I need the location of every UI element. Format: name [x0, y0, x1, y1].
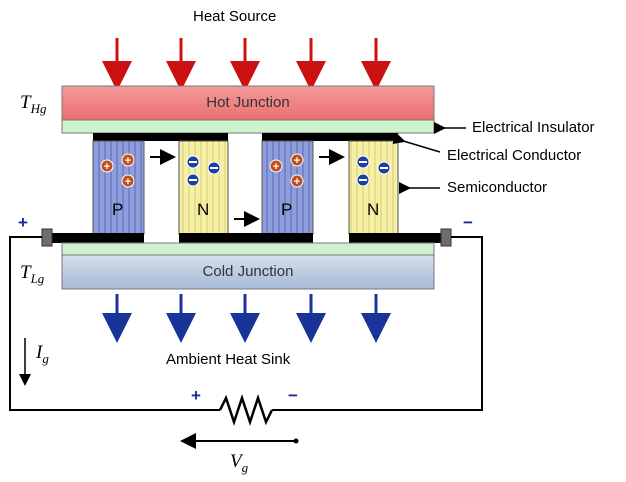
svg-text:+: + [273, 161, 279, 173]
voltage-dot [293, 438, 299, 444]
voltage-main: V [230, 451, 242, 472]
cold-junction-plate [61, 254, 435, 290]
current-main: I [36, 342, 43, 363]
polarity-minus-top: − [463, 213, 473, 232]
svg-text:+: + [125, 176, 131, 188]
t-hot-main: T [20, 92, 31, 113]
bottom-conductor-right [349, 233, 441, 243]
terminal-icon-right [440, 228, 452, 247]
heat-out-arrows [102, 294, 391, 343]
svg-text:+: + [125, 155, 131, 167]
minus-charge-icon [186, 155, 391, 187]
t-cold-main: T [20, 262, 31, 283]
current-label: Ig [36, 342, 49, 367]
svg-text:+: + [104, 161, 110, 173]
t-cold-label: TLg [20, 262, 44, 287]
polarity-minus-resistor: − [288, 386, 298, 405]
terminal-icon-left [41, 228, 53, 247]
bottom-conductor-mid [179, 233, 313, 243]
svg-text:+: + [294, 176, 300, 188]
bottom-insulator [61, 242, 435, 256]
leg-label-n-1: N [197, 200, 210, 219]
t-hot-sub: Hg [30, 100, 47, 116]
polarity-plus-top: + [18, 213, 28, 232]
leg-p-1 [92, 140, 145, 235]
leg-n-2 [348, 140, 399, 235]
circuit-wire [9, 236, 483, 411]
ambient-heat-sink-label: Ambient Heat Sink [166, 351, 291, 368]
electrical-conductor-label: Electrical Conductor [447, 147, 582, 164]
resistor-icon [218, 394, 274, 426]
voltage-sub: g [241, 459, 249, 475]
leg-n-1 [178, 140, 229, 235]
current-sub: g [42, 350, 49, 366]
polarity-plus-resistor: + [191, 386, 201, 405]
heat-in-arrows [102, 38, 391, 91]
electrical-insulator-label: Electrical Insulator [472, 119, 595, 136]
cold-junction-label: Cold Junction [202, 263, 294, 280]
label-leaders [392, 122, 466, 194]
svg-text:+: + [294, 155, 300, 167]
t-cold-sub: Lg [30, 270, 45, 286]
hot-junction-label: Hot Junction [206, 94, 290, 111]
bottom-conductor-left [52, 233, 144, 243]
semiconductor-label: Semiconductor [447, 179, 548, 196]
leg-label-n-2: N [367, 200, 380, 219]
leg-label-p-1: P [112, 200, 124, 219]
t-hot-label: THg [20, 92, 46, 117]
current-flow-arrows [150, 149, 345, 227]
voltage-label: Vg [230, 451, 248, 476]
leg-label-p-2: P [281, 200, 293, 219]
hot-junction-plate [61, 85, 435, 121]
heat-source-label: Heat Source [193, 8, 277, 25]
top-conductor-2 [262, 133, 398, 141]
leg-p-2 [261, 140, 314, 235]
plus-charge-icon: + + + + + + [100, 153, 304, 188]
top-insulator [61, 119, 435, 134]
top-conductor-1 [93, 133, 228, 141]
